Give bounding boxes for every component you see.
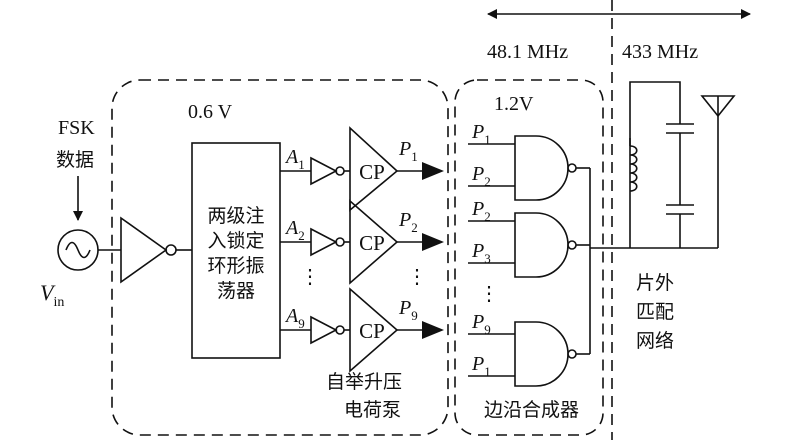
a9-label: A9 — [284, 305, 305, 331]
supply-1v2-label: 1.2V — [494, 93, 534, 115]
svg-text:电荷泵: 电荷泵 — [344, 399, 401, 421]
input-section: FSK 数据 Vin — [40, 117, 192, 310]
svg-text:自举升压: 自举升压 — [326, 371, 402, 393]
channel-2: A2 CP P2 — [280, 199, 444, 285]
sine-wave-icon — [65, 241, 91, 259]
svg-text:两级注: 两级注 — [207, 205, 264, 227]
vin-label: Vin — [40, 280, 64, 310]
injection-locked-ring-oscillator — [191, 142, 281, 359]
p2-label: P2 — [398, 209, 418, 235]
cp-label: CP — [359, 319, 385, 343]
and-gate — [514, 212, 569, 278]
ellipsis-and: ⋮ — [479, 283, 499, 305]
and-gate — [514, 321, 569, 387]
svg-text:匹配: 匹配 — [636, 301, 674, 323]
p1-label: P1 — [398, 138, 418, 164]
p9-label: P9 — [398, 297, 418, 323]
edge-combiner-label: 边沿合成器 — [484, 399, 579, 421]
input-buffer — [120, 216, 168, 284]
inverter — [310, 315, 338, 345]
svg-text:荡器: 荡器 — [217, 280, 255, 302]
svg-text:P9: P9 — [471, 311, 491, 337]
svg-text:P1: P1 — [471, 121, 491, 147]
ellipsis-p: ⋮ — [407, 266, 427, 288]
channel-9: A9 CP P9 — [280, 287, 444, 373]
svg-text:P2: P2 — [471, 163, 491, 189]
output-arrow — [422, 321, 444, 339]
output-arrow — [422, 233, 444, 251]
svg-text:P2: P2 — [471, 198, 491, 224]
channel-1: A1 CP P1 — [280, 126, 444, 212]
low-voltage-domain-box — [111, 79, 449, 436]
a1-label: A1 — [284, 146, 305, 172]
fsk-label: FSK — [58, 117, 95, 139]
cp-label: CP — [359, 160, 385, 184]
cp-label: CP — [359, 231, 385, 255]
charge-pump-label: 自举升压 电荷泵 — [326, 371, 402, 421]
svg-text:P3: P3 — [471, 240, 491, 266]
charge-pump — [349, 199, 399, 285]
inductor — [629, 145, 638, 192]
freq-48mhz-label: 48.1 MHz — [487, 41, 568, 63]
output-bus — [576, 167, 718, 355]
oscillator-label: 两级注 入锁定 环形振 荡器 — [207, 205, 264, 302]
svg-text:入锁定: 入锁定 — [207, 230, 264, 252]
data-label: 数据 — [56, 149, 94, 171]
matching-network: 片外 匹配 网络 — [629, 81, 736, 352]
and-gate — [514, 135, 569, 201]
frequency-span: 48.1 MHz 433 MHz — [487, 0, 751, 440]
svg-text:网络: 网络 — [636, 330, 674, 352]
output-arrow — [422, 162, 444, 180]
a2-label: A2 — [284, 217, 305, 243]
charge-pump — [349, 287, 399, 373]
inverter — [310, 227, 338, 257]
ellipsis-a: ⋮ — [300, 266, 320, 288]
and-gate-9: P9 P1 — [468, 311, 577, 387]
and-gate-2: P2 P3 — [468, 198, 577, 278]
inverter — [310, 156, 338, 186]
edge-combiner-domain-box — [454, 79, 604, 436]
and-gate-1: P1 P2 — [468, 121, 577, 201]
svg-text:片外: 片外 — [636, 272, 674, 294]
svg-text:环形振: 环形振 — [207, 255, 264, 277]
charge-pump — [349, 126, 399, 212]
supply-0v6-label: 0.6 V — [188, 101, 233, 123]
freq-433mhz-label: 433 MHz — [622, 41, 698, 63]
svg-text:P1: P1 — [471, 353, 491, 379]
input-buffer-bubble — [165, 244, 177, 256]
